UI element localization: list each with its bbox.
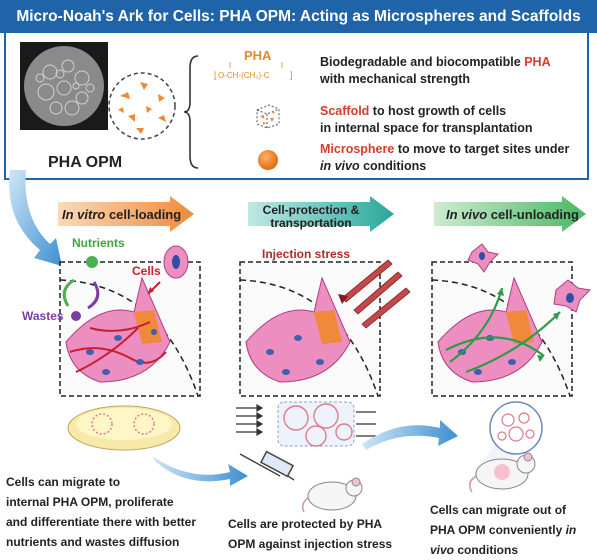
- stage-arrow-3: [434, 196, 586, 232]
- title-bar: [0, 0, 597, 33]
- svg-text:[: [: [214, 70, 217, 80]
- flow-arrow-right: [362, 420, 458, 450]
- feature-1: Biodegradable and biocompatible PHA with…: [320, 55, 551, 86]
- caption-left: Cells can migrate to internal PHA OPM, p…: [6, 475, 197, 549]
- wastes-label: Wastes: [22, 309, 64, 323]
- petri-dish: [67, 405, 181, 451]
- pha-structure: PHA [ O-CH-(CH₂)-C ]: [214, 48, 293, 80]
- opm-label: PHA OPM: [48, 154, 123, 171]
- cells-label: Cells: [132, 264, 161, 278]
- feature-3: Microsphere to move to target sites unde…: [320, 142, 570, 173]
- svg-text:O-CH-(CH₂)-C: O-CH-(CH₂)-C: [218, 71, 270, 80]
- injection-stress-label: Injection stress: [262, 247, 351, 261]
- svg-text:]: ]: [290, 70, 293, 80]
- panel-cell-loading: [59, 245, 201, 397]
- page-title: Micro-Noah's Ark for Cells: PHA OPM: Act…: [16, 8, 581, 25]
- flow-arrow-left: [9, 170, 63, 266]
- opm-schematic: [108, 72, 176, 140]
- mouse-middle: [301, 477, 363, 513]
- feature-2: Scaffold to host growth of cells in inte…: [320, 104, 533, 135]
- nutrients-label: Nutrients: [72, 236, 125, 250]
- panel-cell-protection: [239, 259, 411, 397]
- stage-label-1: In vitro cell-loading: [62, 207, 182, 222]
- microsphere-icon: [258, 150, 278, 170]
- stage-arrow-1: [58, 196, 194, 232]
- scaffold-cube-icon: [256, 104, 280, 129]
- caption-middle: Cells are protected by PHA OPM against i…: [228, 517, 393, 551]
- stage-label-2: Cell-protection &transportation: [262, 203, 360, 230]
- flow-arrow-middle: [152, 456, 248, 486]
- mouse-right: [469, 452, 536, 493]
- caption-right: Cells can migrate out of PHA OPM conveni…: [430, 503, 577, 557]
- panel-cell-unloading: [431, 243, 592, 397]
- sem-image: [20, 42, 108, 130]
- stage-label-3: In vivo cell-unloading: [446, 207, 579, 222]
- pha-chem-label: PHA: [244, 48, 272, 63]
- stage-arrow-2: [248, 196, 394, 232]
- brace: [183, 55, 199, 169]
- syringe-microspheres: [236, 401, 376, 481]
